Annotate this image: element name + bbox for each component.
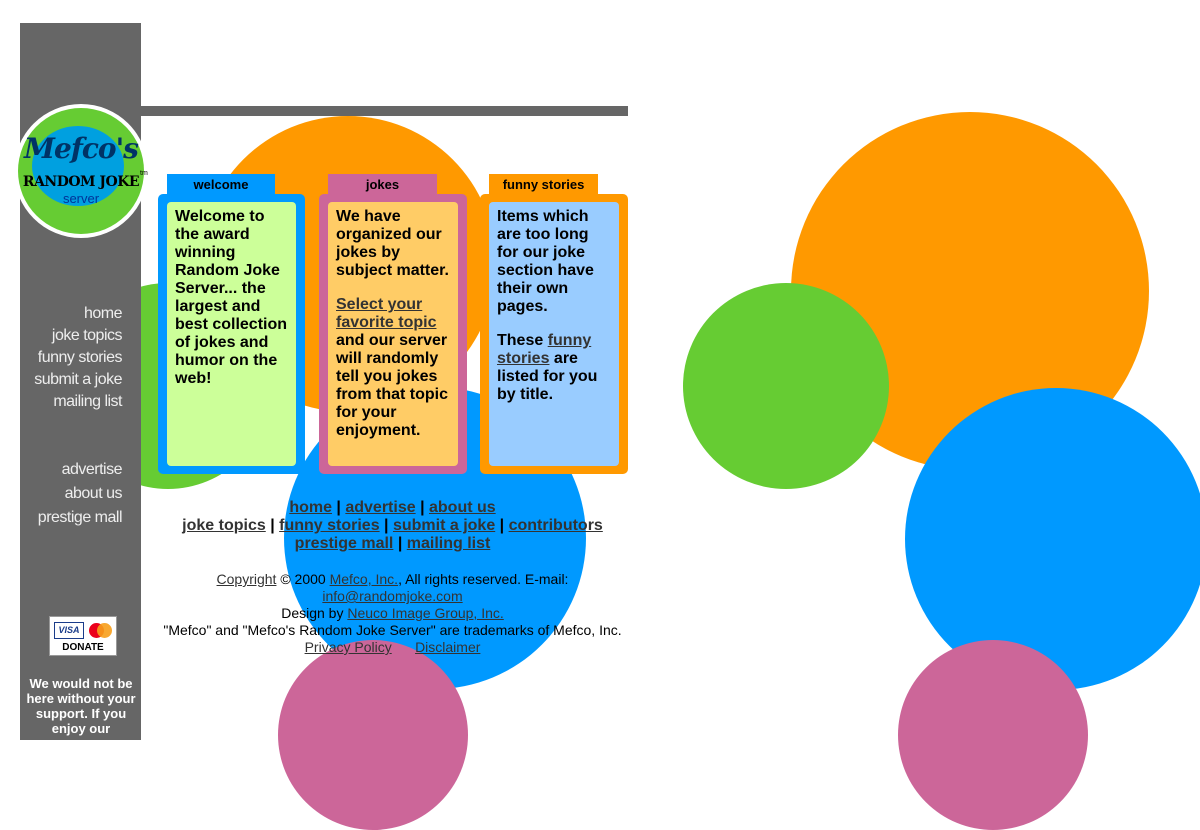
stories-post: are listed for you by title. [497,350,598,403]
sidebar-item-submit-a-joke[interactable]: submit a joke [34,371,122,388]
funny-stories-text: Items which are too long for our joke se… [489,202,619,466]
stories-pre: These [497,332,548,349]
separator: | [265,517,280,534]
trademark-text: "Mefco" and "Mefco's Random Joke Server"… [163,622,622,638]
jokes-outro: and our server will randomly tell you jo… [336,332,448,439]
separator: | [393,535,407,552]
separator: | [331,499,346,516]
sidebar-item-home[interactable]: home [83,305,123,322]
funny-stories-link[interactable]: funny stories [497,332,592,367]
company-link[interactable]: Mefco, Inc. [329,571,399,587]
footer-link-advertise[interactable]: advertise [345,499,416,516]
tab-jokes[interactable]: jokes [328,174,437,196]
copyright-year: © 2000 [276,571,330,587]
copyright-link[interactable]: Copyright [216,571,277,587]
tab-funny-stories[interactable]: funny stories [489,174,598,196]
sidebar-item-prestige-mall[interactable]: prestige mall [37,509,123,526]
decor-circle-green-right [683,283,889,489]
support-message: We would not be here without your suppor… [26,676,136,736]
footer-nav: home | advertise | about us joke topics … [160,499,625,553]
separator: | [415,499,429,516]
logo-random-joke-text: RANDOM JOKE [22,174,140,190]
footer-link-about-us[interactable]: about us [429,499,496,516]
select-topic-link[interactable]: Select your favorite topic [336,296,437,331]
privacy-policy-link[interactable]: Privacy Policy [304,639,392,655]
email-link[interactable]: info@randomjoke.com [322,588,463,604]
sidebar-item-mailing-list[interactable]: mailing list [53,393,122,410]
disclaimer-link[interactable]: Disclaimer [415,639,481,655]
funny-stories-panel: Items which are too long for our joke se… [480,194,628,474]
visa-icon: VISA [54,622,84,639]
designer-link[interactable]: Neuco Image Group, Inc. [347,605,504,621]
decor-circle-pink-bottom-left [278,640,468,830]
jokes-panel: We have organized our jokes by subject m… [319,194,467,474]
donate-label: DONATE [62,642,104,653]
sidebar-item-advertise[interactable]: advertise [61,461,123,478]
design-prefix: Design by [281,605,348,621]
footer-link-contributors[interactable]: contributors [508,517,603,534]
tab-welcome[interactable]: welcome [167,174,275,196]
welcome-text: Welcome to the award winning Random Joke… [167,202,296,466]
mastercard-icon [87,622,113,639]
site-logo[interactable]: Mefco's RANDOM JOKE server tm [14,104,148,238]
sidebar-item-about-us[interactable]: about us [64,485,123,502]
sidebar-item-funny-stories[interactable]: funny stories [37,349,123,366]
logo-server-text: server [62,191,100,206]
footer-link-funny-stories[interactable]: funny stories [279,517,380,534]
separator: | [379,517,393,534]
welcome-panel: Welcome to the award winning Random Joke… [158,194,305,474]
decor-circle-blue-right [905,388,1200,690]
sidebar-item-joke-topics[interactable]: joke topics [51,327,123,344]
logo-trademark: tm [140,170,148,177]
rights-text: , All rights reserved. E-mail: [398,571,569,587]
footer-link-home[interactable]: home [289,499,332,516]
copyright-footer: Copyright © 2000 Mefco, Inc., All rights… [160,571,625,656]
header-bar [141,106,628,116]
stories-intro: Items which are too long for our joke se… [497,208,594,315]
footer-link-prestige-mall[interactable]: prestige mall [294,535,394,552]
separator: | [495,517,509,534]
footer-link-joke-topics[interactable]: joke topics [182,517,266,534]
decor-circle-pink-bottom-right [898,640,1088,830]
jokes-text: We have organized our jokes by subject m… [328,202,458,466]
logo-mefco-text: Mefco's [24,132,139,165]
jokes-intro: We have organized our jokes by subject m… [336,208,449,279]
logo-blue-blob [32,126,124,206]
donate-button[interactable]: VISA DONATE [49,616,117,656]
footer-link-submit-a-joke[interactable]: submit a joke [392,517,496,534]
footer-link-mailing-list[interactable]: mailing list [406,535,491,552]
